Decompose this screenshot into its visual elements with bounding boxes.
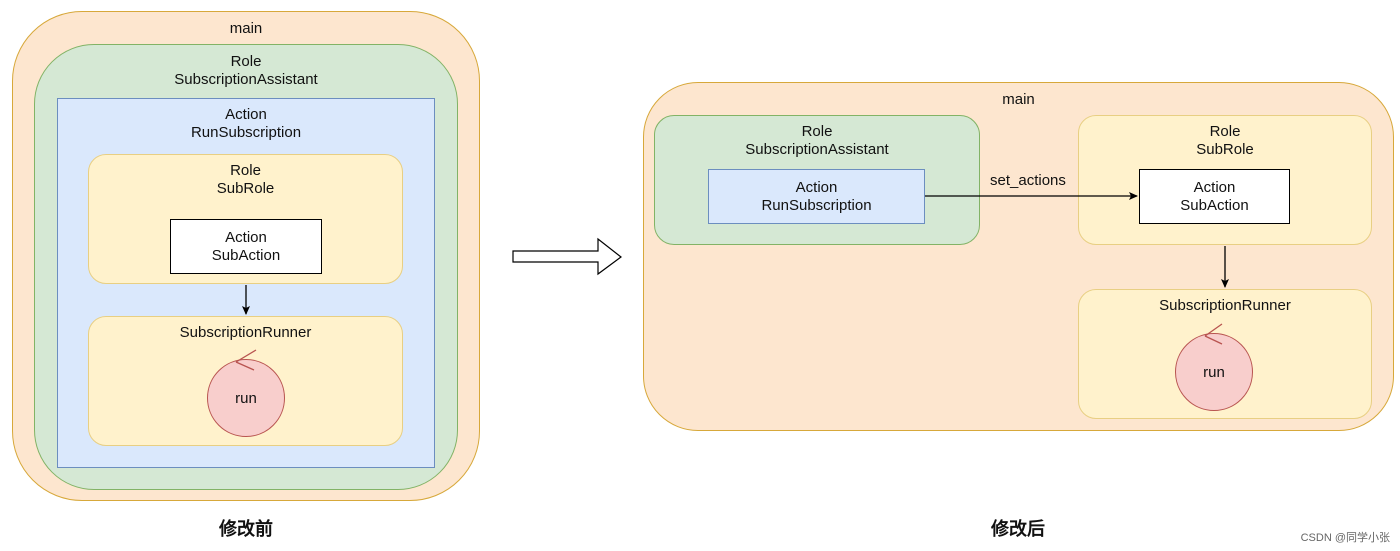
after-action-run-subscription: Action RunSubscription [708,169,925,224]
before-action-name: RunSubscription [190,124,302,141]
after-action-name: RunSubscription [761,196,872,214]
after-subaction-name: SubAction [1180,196,1249,214]
before-role-label: Role SubscriptionAssistant [35,53,457,89]
after-role-type: Role [801,123,833,140]
before-main-label: main [229,20,263,37]
before-role-type: Role [230,53,262,70]
before-caption: 修改前 [219,519,273,539]
before-action-label: Action RunSubscription [58,106,434,142]
after-subrole-type: Role [1209,123,1241,140]
before-action-type: Action [225,106,267,123]
before-run-label: run [235,389,257,407]
before-subaction-label: Action SubAction [171,220,321,273]
after-action-type: Action [795,178,838,196]
after-action-subaction: Action SubAction [1139,169,1290,224]
set-actions-edge-label: set_actions [990,172,1066,189]
after-run-label: run [1203,363,1225,381]
after-subaction-label: Action SubAction [1140,170,1289,223]
before-subrole-label: Role SubRole [89,162,402,198]
after-role-label: Role SubscriptionAssistant [655,123,979,159]
before-run-node: run [207,359,285,437]
before-subrole-type: Role [230,162,261,179]
after-main-label: main [1002,91,1035,108]
before-runner-label: SubscriptionRunner [179,324,312,341]
csdn-watermark: CSDN @同学小张 [1300,532,1390,544]
after-runner-label: SubscriptionRunner [1159,297,1291,314]
before-action-subaction: Action SubAction [170,219,322,274]
after-action-label: Action RunSubscription [709,170,924,223]
after-caption: 修改后 [991,519,1045,539]
after-role-name: SubscriptionAssistant [745,141,889,158]
before-subaction-name: SubAction [211,246,281,264]
before-subaction-type: Action [225,228,267,246]
transition-arrow-icon [512,237,622,276]
after-subaction-type: Action [1193,178,1236,196]
before-subrole-name: SubRole [216,180,275,197]
after-subrole-label: Role SubRole [1079,123,1371,159]
after-subrole-name: SubRole [1196,141,1254,158]
before-role-name: SubscriptionAssistant [174,71,318,88]
after-run-node: run [1175,333,1253,411]
